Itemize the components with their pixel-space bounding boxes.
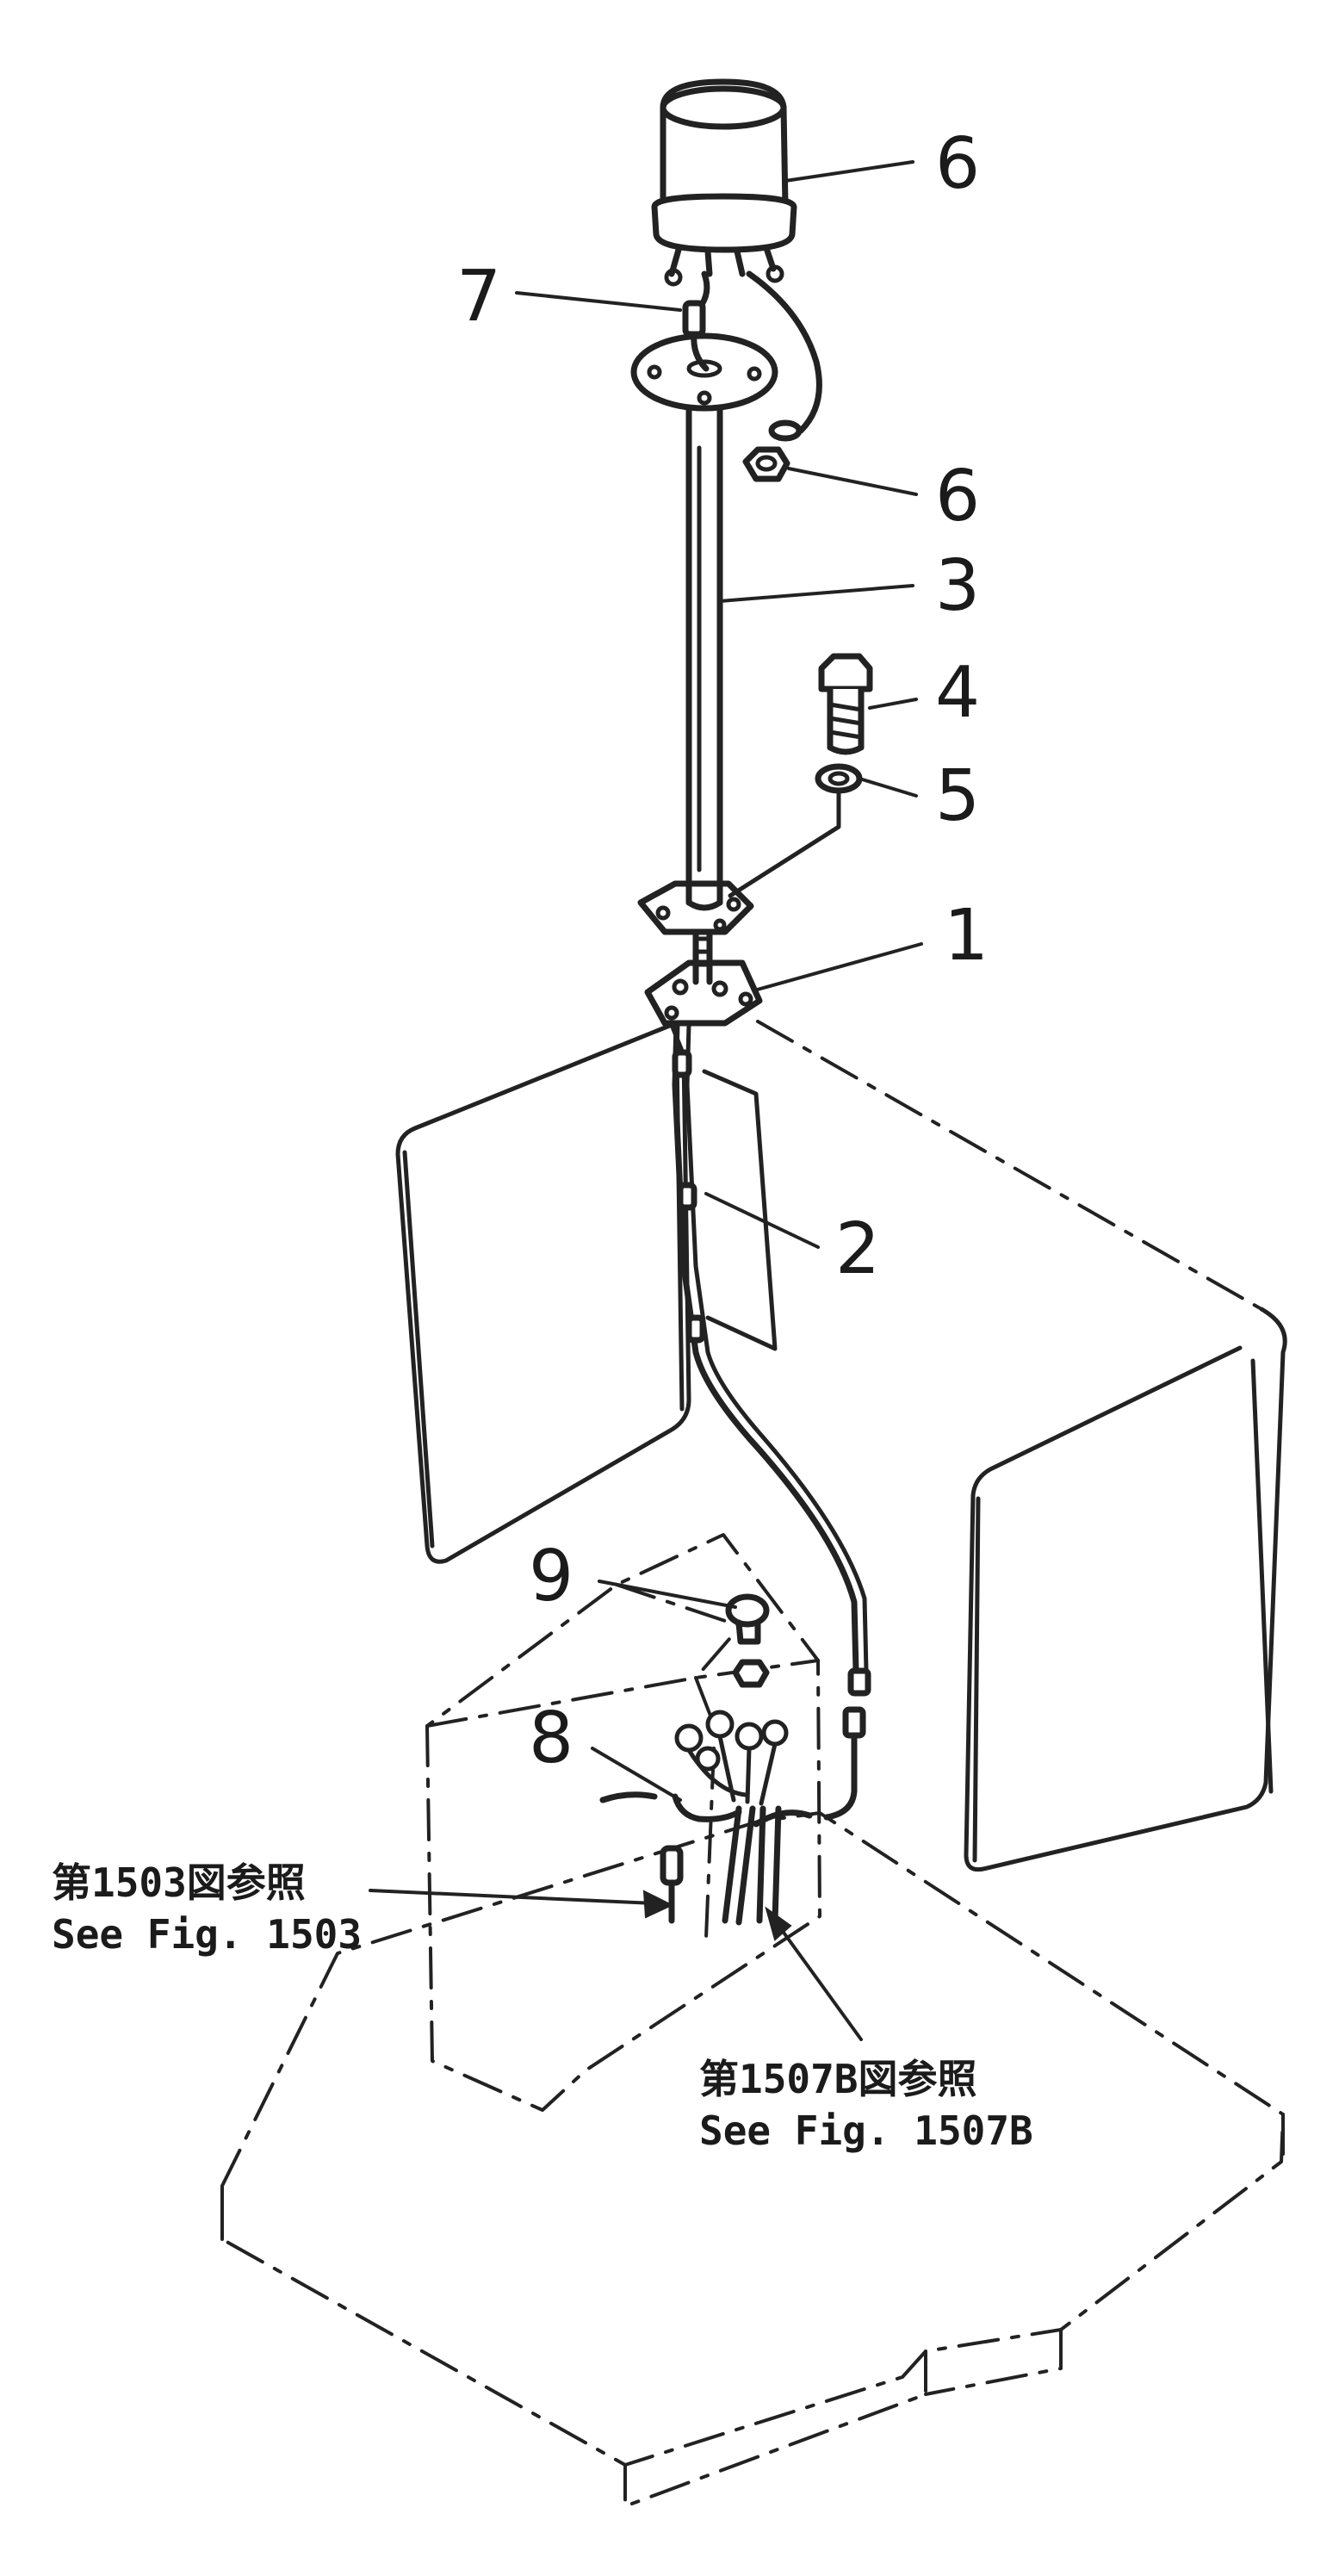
- connector-8-bundle: [599, 1710, 813, 1926]
- callout-bracket: 1: [944, 895, 989, 977]
- bolt: [818, 653, 873, 755]
- callout-pole: 3: [935, 545, 980, 627]
- ref-1503-en: See Fig. 1503: [52, 1911, 362, 1958]
- washer: [815, 763, 863, 794]
- guard-frame-right: [756, 1020, 1287, 1872]
- ref-1503-jp: 第1503図参照: [52, 1859, 306, 1906]
- callout-connector-9: 9: [529, 1536, 573, 1617]
- connector-9: [725, 1593, 770, 1688]
- callout-nut: 6: [935, 456, 980, 537]
- ref-1507b-jp: 第1507B図参照: [699, 2056, 976, 2102]
- console-side-connector: [823, 1706, 866, 1821]
- beacon-light: [651, 78, 822, 442]
- callout-bolt: 4: [935, 652, 980, 734]
- top-plate: [630, 332, 778, 412]
- base-plate: [220, 1811, 1285, 2508]
- callout-connector-8: 8: [529, 1698, 573, 1779]
- top-connector: [682, 300, 710, 372]
- callout-numbers: 6 7 6 3 4 5 1 2 9 8: [456, 123, 989, 1779]
- pole: [637, 398, 754, 935]
- leader-lines: [369, 160, 923, 2041]
- nut: [742, 446, 790, 482]
- callout-harness: 2: [835, 1208, 880, 1290]
- reference-notes: 第1503図参照 See Fig. 1503 第1507B図参照 See Fig…: [52, 1859, 1033, 2154]
- mount-stud: [692, 922, 713, 985]
- wire-harness: [672, 1021, 871, 1697]
- callout-connector-top: 7: [456, 256, 501, 338]
- guard-frame-left: [395, 1015, 699, 1564]
- callout-light: 6: [935, 123, 980, 205]
- ref-1507b-en: See Fig. 1507B: [699, 2107, 1033, 2154]
- callout-washer: 5: [935, 755, 980, 837]
- mounting-bracket: [644, 959, 763, 1027]
